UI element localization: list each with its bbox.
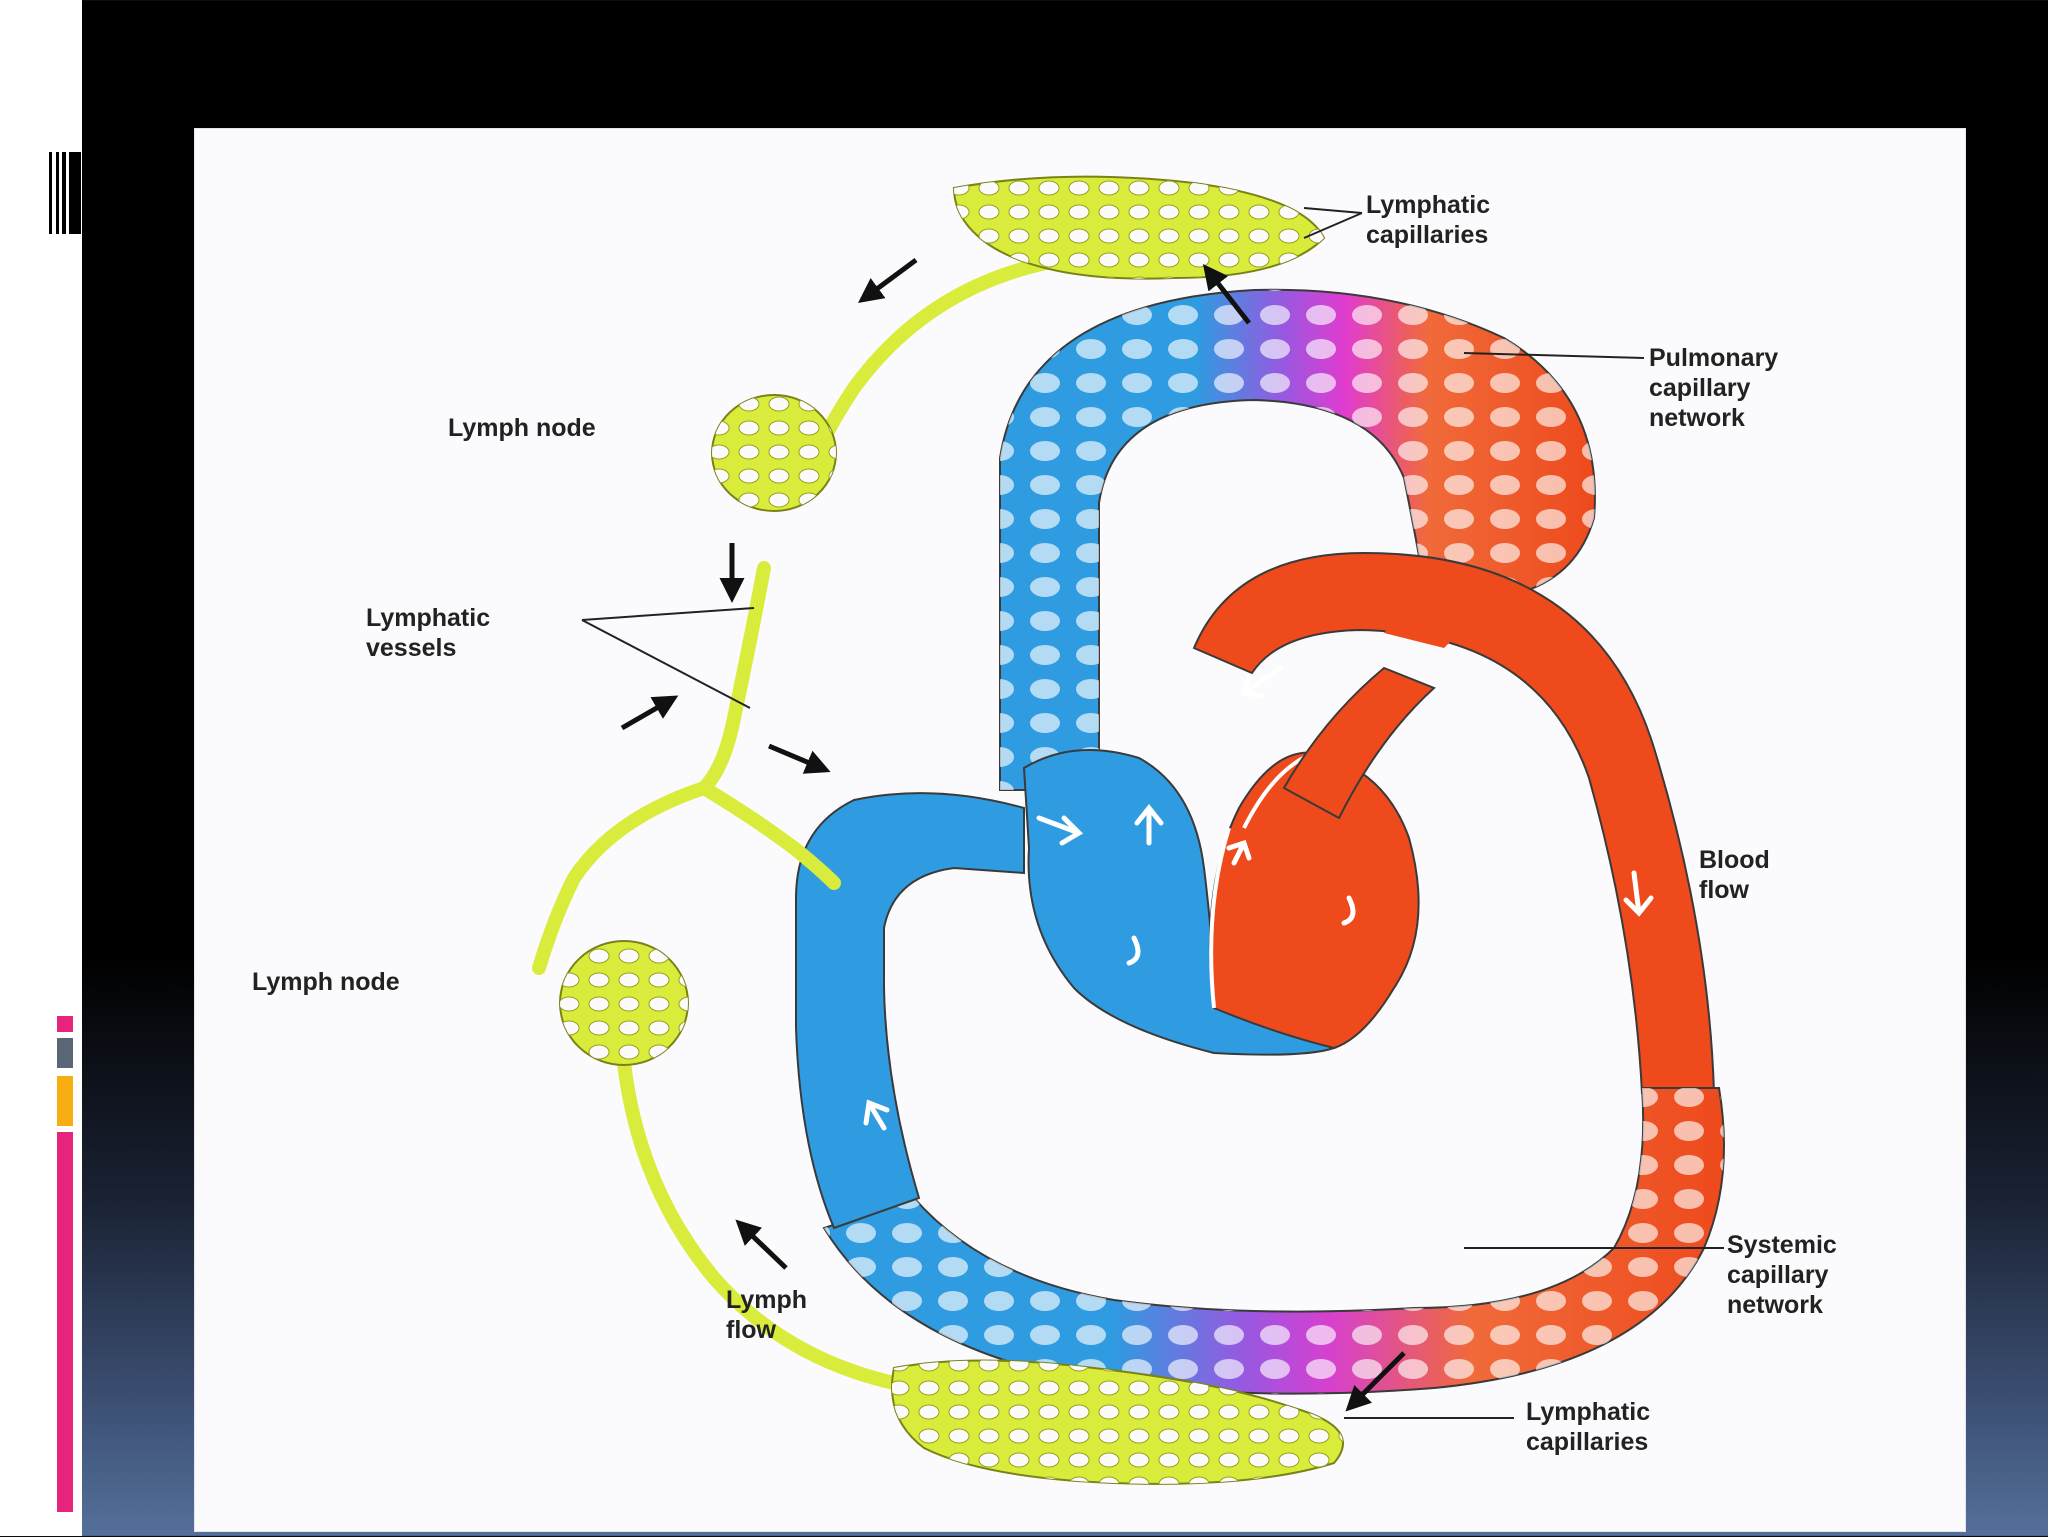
diagram-labels: Lymphatic capillaries Pulmonary capillar… (252, 191, 1837, 1456)
label-lymphatic-vessels-2: vessels (366, 634, 456, 662)
label-blood-flow-2: flow (1699, 876, 1750, 904)
lymph-flow-arrows (620, 257, 1406, 1412)
label-pulmonary-2: capillary (1649, 374, 1751, 402)
label-lymphatic-capillaries-top-2: capillaries (1366, 221, 1488, 249)
diagram-panel: Lymphatic capillaries Pulmonary capillar… (194, 128, 1966, 1532)
label-systemic-2: capillary (1727, 1261, 1829, 1289)
systemic-network (822, 1087, 1725, 1395)
blood-flow-arrows (863, 665, 1654, 1131)
label-lymph-node-top: Lymph node (448, 414, 596, 442)
accent-bar-pink (57, 1132, 73, 1512)
label-lymph-flow-1: Lymph (726, 1286, 807, 1314)
accent-bar-gray (57, 1038, 73, 1068)
slide-sidebar (0, 0, 82, 1536)
label-systemic-3: network (1727, 1291, 1823, 1319)
lymphatic-system (532, 175, 1344, 1485)
heart (1022, 749, 1420, 1056)
pulmonary-network (999, 288, 1596, 791)
label-systemic-1: Systemic (1727, 1231, 1837, 1259)
label-pulmonary-3: network (1649, 404, 1745, 432)
pulmonary-veins (1282, 666, 1436, 820)
label-lymphatic-capillaries-top: Lymphatic (1366, 191, 1490, 219)
label-pulmonary-1: Pulmonary (1649, 344, 1778, 372)
label-lymph-node-bottom: Lymph node (252, 968, 400, 996)
aorta-loop (1192, 551, 1716, 1094)
circulation-diagram: Lymphatic capillaries Pulmonary capillar… (252, 175, 1837, 1485)
label-lymphatic-capillaries-bottom: Lymphatic (1526, 1398, 1650, 1426)
vena-cava (795, 792, 1025, 1230)
accent-bar-pink-small (57, 1016, 73, 1032)
label-lymph-flow-2: flow (726, 1316, 777, 1344)
leader-lines (581, 207, 1724, 1419)
decorative-lines (49, 152, 81, 234)
label-lymphatic-capillaries-bottom-2: capillaries (1526, 1428, 1648, 1456)
label-lymphatic-vessels-1: Lymphatic (366, 604, 490, 632)
label-blood-flow-1: Blood (1699, 846, 1770, 874)
accent-bar-orange (57, 1076, 73, 1126)
